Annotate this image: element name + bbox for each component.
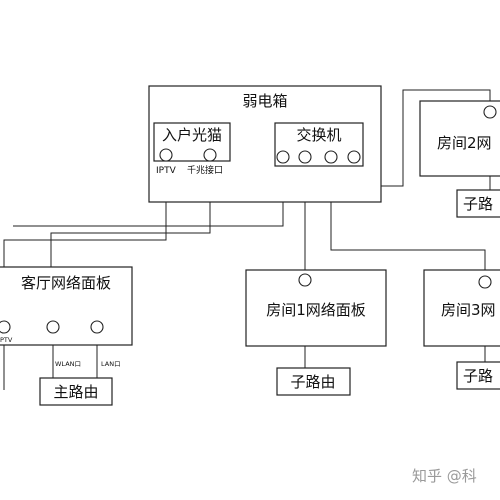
- living-room-panel: 客厅网络面板 PTV WLAN口 LAN口: [0, 266, 133, 368]
- switch-port-4: [347, 150, 361, 164]
- room2-router-title: 子路: [463, 195, 493, 213]
- room1-router-title: 子路由: [290, 373, 335, 391]
- room3-router-title: 子路: [463, 367, 493, 385]
- main-router-title: 主路由: [53, 383, 98, 401]
- room3-panel: 房间3网: [423, 269, 500, 347]
- living-iptv-label: PTV: [0, 336, 13, 344]
- optical-modem: 入户光猫 IPTV 千兆接口: [153, 122, 231, 176]
- switch-port-1: [276, 150, 290, 164]
- modem-iptv-port: [159, 148, 173, 162]
- living-lan-port: [90, 320, 104, 334]
- living-panel-title: 客厅网络面板: [21, 274, 111, 292]
- room1-panel-title: 房间1网络面板: [266, 301, 366, 319]
- wire-switch-port4-to-room2: [362, 89, 491, 187]
- living-iptv-port: [0, 320, 11, 334]
- wire-switch-port3-to-room3: [330, 164, 486, 270]
- room1-port: [298, 273, 312, 287]
- main-router: 主路由: [39, 377, 113, 406]
- room3-subrouter: 子路: [456, 361, 500, 390]
- room2-panel: 房间2网: [419, 100, 500, 177]
- living-wlan-port: [46, 320, 60, 334]
- network-switch: 交换机: [274, 122, 364, 167]
- room2-panel-title: 房间2网: [437, 134, 492, 152]
- switch-port-3: [324, 150, 338, 164]
- modem-title: 入户光猫: [162, 126, 222, 144]
- room1-panel: 房间1网络面板: [245, 269, 387, 347]
- modem-gigabit-label: 千兆接口: [187, 164, 223, 176]
- switch-title: 交换机: [296, 126, 341, 144]
- room3-panel-title: 房间3网: [441, 301, 496, 319]
- room1-subrouter: 子路由: [276, 367, 351, 396]
- switch-port-2: [298, 150, 312, 164]
- room3-port: [478, 275, 492, 289]
- living-lan-label: LAN口: [101, 360, 121, 368]
- modem-iptv-label: IPTV: [156, 166, 177, 176]
- room2-port: [483, 105, 497, 119]
- modem-gigabit-port: [203, 148, 217, 162]
- room2-subrouter: 子路: [456, 189, 500, 218]
- zhihu-watermark: 知乎 @科: [412, 467, 477, 485]
- weak-box-title: 弱电箱: [242, 92, 287, 110]
- living-wlan-label: WLAN口: [55, 360, 81, 368]
- weak-electric-box: 弱电箱 入户光猫 IPTV 千兆接口 交换机: [148, 85, 382, 203]
